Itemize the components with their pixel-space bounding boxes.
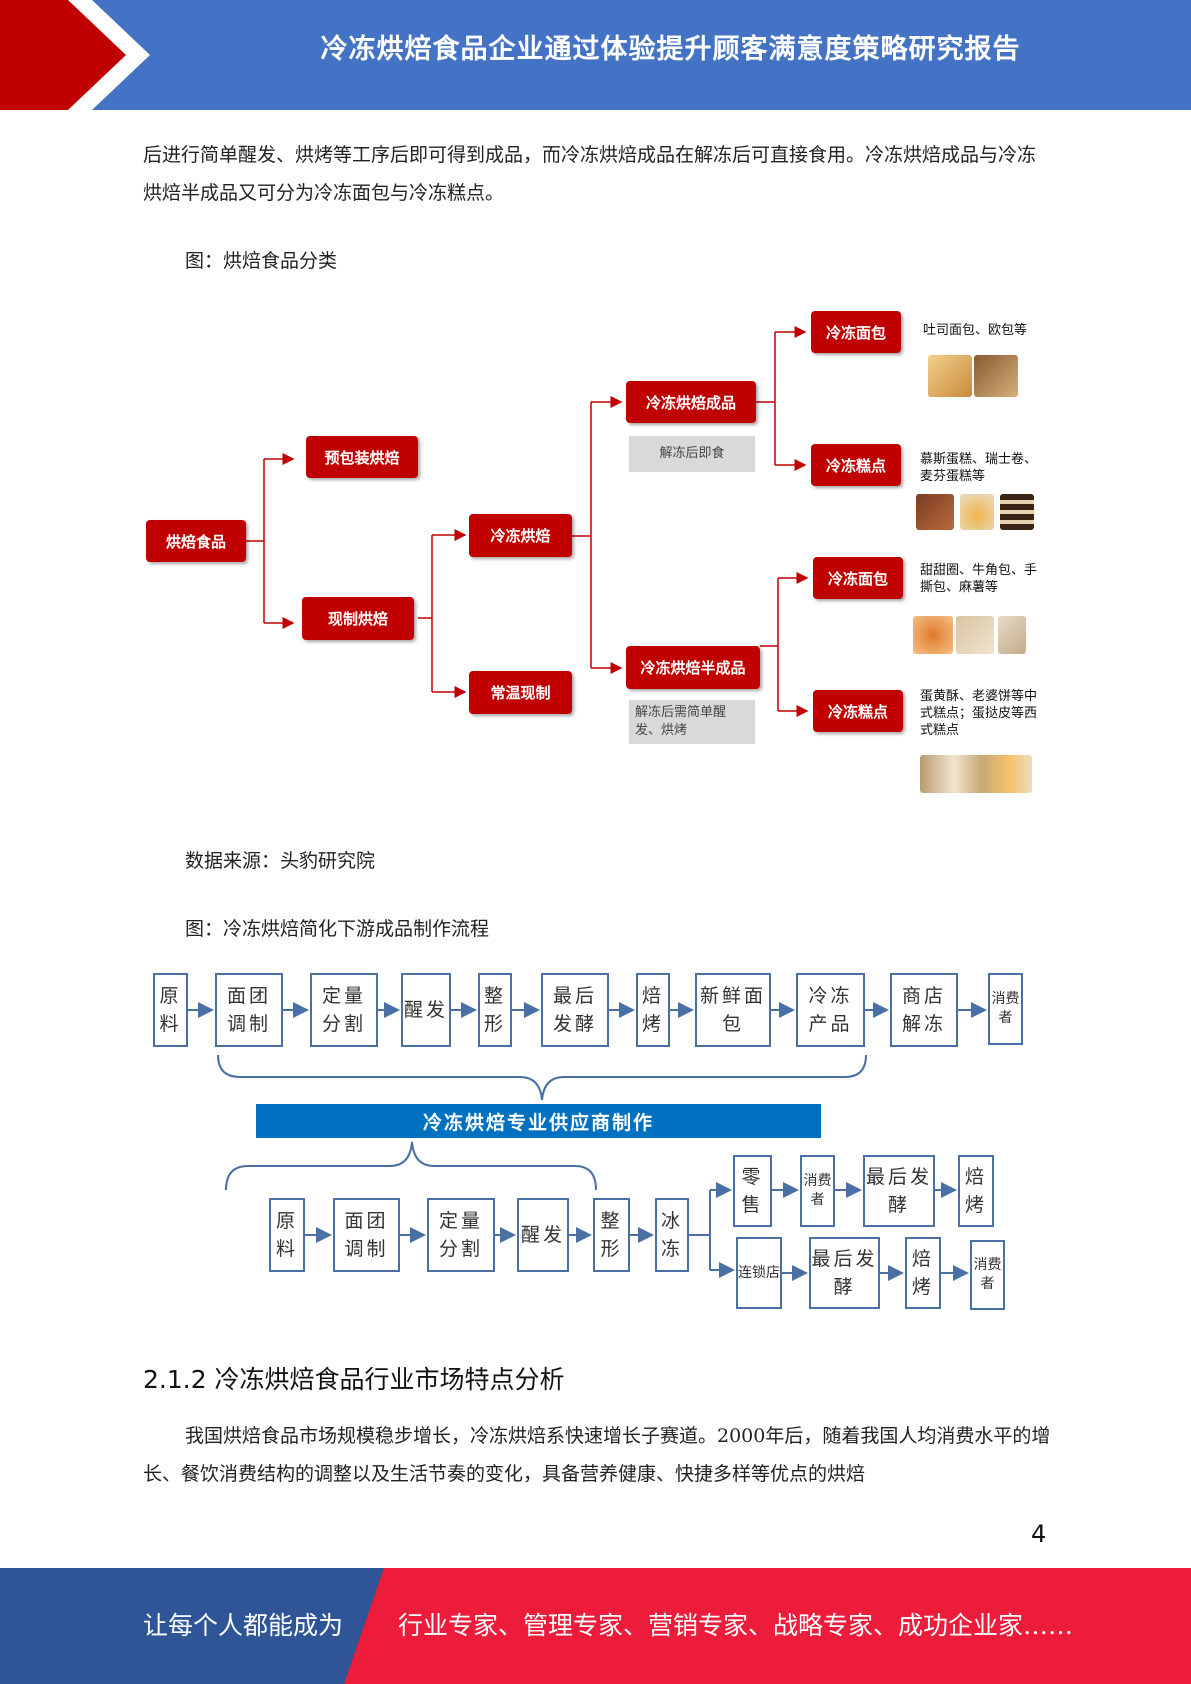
note-thaw-and-eat: 解冻后即食 <box>629 436 755 472</box>
flow-top-portioning: 定量分割 <box>310 973 378 1047</box>
flow-bottom-shaping: 整形 <box>593 1198 630 1272</box>
node-fs-frozen-bread: 冷冻面包 <box>813 557 903 599</box>
muffin-cake-photo <box>1000 494 1034 530</box>
egg-yolk-pastry-photo <box>920 755 1032 793</box>
flow-branch-retail-final-proofing: 最后发酵 <box>863 1155 935 1227</box>
figure2-caption: 图：冷冻烘焙简化下游成品制作流程 <box>185 918 490 940</box>
node-frozen-bakery: 冷冻烘焙 <box>469 514 572 557</box>
flow-branch-chain-store: 连锁店 <box>736 1237 782 1309</box>
examples-fs-bread: 甜甜圈、牛角包、手撕包、麻薯等 <box>920 563 1038 595</box>
swiss-roll-photo <box>960 494 994 530</box>
report-title: 冷冻烘焙食品企业通过体验提升顾客满意度策略研究报告 <box>320 34 1021 65</box>
flow-branch-chain-baking: 焙烤 <box>905 1237 941 1309</box>
flow-branch-chain-consumer: 消费者 <box>970 1240 1005 1310</box>
header-arrow-decoration <box>0 0 150 110</box>
page-header: 冷冻烘焙食品企业通过体验提升顾客满意度策略研究报告 <box>0 0 1191 110</box>
node-ambient-fresh: 常温现制 <box>469 671 572 714</box>
donut-photo <box>913 616 953 654</box>
mousse-cake-photo <box>916 494 954 530</box>
flow-bottom-dough-mixing: 面团调制 <box>333 1198 400 1272</box>
flow-top-store-thawing: 商店解冻 <box>890 973 958 1047</box>
intro-paragraph: 后进行简单醒发、烘烤等工序后即可得到成品，而冷冻烘焙成品在解冻后可直接食用。冷冻… <box>143 144 1037 204</box>
flow-bottom-raw-material: 原料 <box>269 1198 305 1272</box>
diagram-connectors <box>246 326 809 717</box>
examples-ff-pastry: 慕斯蛋糕、瑞士卷、麦芬蛋糕等 <box>920 452 1038 484</box>
page-number: 4 <box>1031 1520 1047 1548</box>
node-prepackaged-bakery: 预包装烘焙 <box>306 436 418 478</box>
flow-top-final-proofing: 最后发酵 <box>541 973 609 1047</box>
toast-bread-photo <box>928 355 972 397</box>
section-paragraph: 我国烘焙食品市场规模稳步增长，冷冻烘焙系快速增长子赛道。2000年后，随着我国人… <box>143 1425 1051 1485</box>
flow-top-raw-material: 原料 <box>153 973 188 1047</box>
flow-top-consumer: 消费者 <box>988 973 1023 1045</box>
supplier-banner: 冷冻烘焙专业供应商制作 <box>256 1104 821 1138</box>
footer-blue-panel <box>0 1568 384 1684</box>
node-bakery-food: 烘焙食品 <box>146 520 246 562</box>
node-frozen-semi-finished: 冷冻烘焙半成品 <box>626 646 760 689</box>
examples-fs-pastry: 蛋黄酥、老婆饼等中式糕点；蛋挞皮等西式糕点 <box>920 689 1038 738</box>
footer-slogan-right: 行业专家、管理专家、营销专家、战略专家、成功企业家…… <box>398 1611 1074 1640</box>
flow-branch-retail-consumer: 消费者 <box>800 1155 835 1227</box>
croissant-photo <box>956 616 994 654</box>
footer-slogan-left: 让每个人都能成为 <box>143 1611 344 1640</box>
flow-top-fresh-bread: 新鲜面包 <box>695 973 771 1047</box>
node-ff-frozen-pastry: 冷冻糕点 <box>811 444 901 486</box>
examples-ff-bread: 吐司面包、欧包等 <box>923 323 1028 338</box>
euro-bread-photo <box>974 355 1018 397</box>
flow-bottom-freezing: 冰冻 <box>655 1198 689 1272</box>
node-fresh-bakery: 现制烘焙 <box>302 597 414 640</box>
hand-torn-bread-photo <box>998 616 1026 654</box>
node-fs-frozen-pastry: 冷冻糕点 <box>813 690 903 732</box>
page-footer: 让每个人都能成为 行业专家、管理专家、营销专家、战略专家、成功企业家…… <box>0 1568 1191 1684</box>
figure1-caption: 图：烘焙食品分类 <box>185 250 338 272</box>
flow-bottom-portioning: 定量分割 <box>427 1198 495 1272</box>
section-heading: 2.1.2 冷冻烘焙食品行业市场特点分析 <box>143 1365 565 1394</box>
node-frozen-finished: 冷冻烘焙成品 <box>626 381 756 423</box>
flow-top-shaping: 整形 <box>478 973 512 1047</box>
flow-bottom-proofing: 醒发 <box>517 1198 569 1272</box>
flow-top-dough-mixing: 面团调制 <box>215 973 283 1047</box>
flow-branch-retail-baking: 焙烤 <box>958 1155 994 1227</box>
node-ff-frozen-bread: 冷冻面包 <box>811 311 901 353</box>
flow-top-proofing: 醒发 <box>401 973 451 1047</box>
flow-branch-chain-final-proofing: 最后发酵 <box>809 1237 880 1309</box>
figure1-source: 数据来源：头豹研究院 <box>185 850 376 872</box>
flow-top-baking: 焙烤 <box>636 973 670 1047</box>
flow-top-frozen-product: 冷冻产品 <box>796 973 865 1047</box>
note-thaw-proof-bake: 解冻后需简单醒发、烘烤 <box>629 700 755 744</box>
flow-branch-retail: 零售 <box>733 1155 772 1227</box>
flow-connectors <box>188 1002 987 1281</box>
